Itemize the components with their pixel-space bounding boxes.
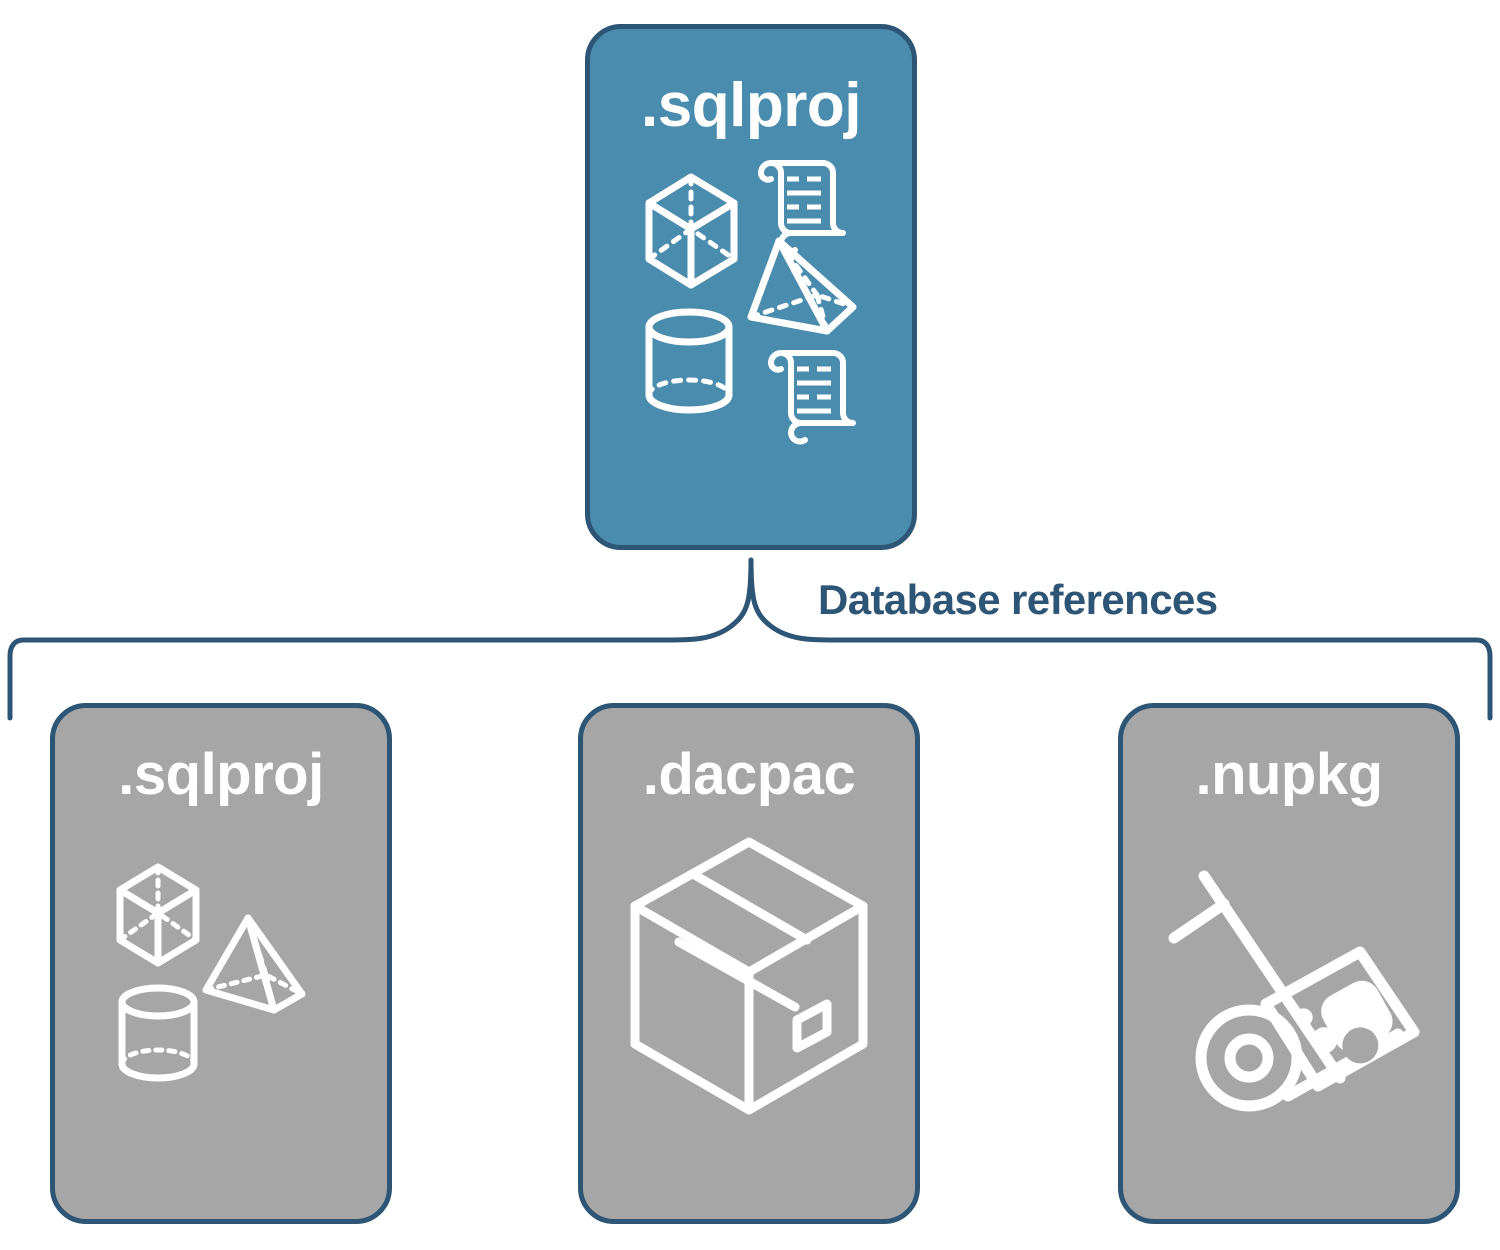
node-child-nupkg-label: .nupkg (1195, 742, 1383, 807)
child-dacpac-icon-group (630, 837, 868, 1115)
package-box-icon (630, 837, 868, 1115)
scroll-icon (758, 160, 846, 255)
cylinder-icon (118, 984, 198, 1082)
child-sqlproj-icon-group (116, 863, 306, 1082)
node-child-sqlproj-label: .sqlproj (118, 742, 324, 807)
pyramid-icon (202, 914, 306, 1014)
cube-icon (116, 863, 200, 967)
pyramid-icon (747, 237, 857, 335)
scroll-icon (768, 350, 856, 445)
child-nupkg-icon-group (1168, 870, 1420, 1112)
connector-label: Database references (818, 576, 1218, 623)
nuget-package-icon (1260, 946, 1420, 1092)
node-root-sqlproj[interactable]: .sqlproj (585, 24, 917, 550)
node-child-dacpac[interactable]: .dacpac (578, 703, 920, 1224)
node-child-sqlproj[interactable]: .sqlproj (50, 703, 392, 1224)
root-node-icon-group (645, 160, 857, 445)
cylinder-icon (645, 308, 733, 414)
node-root-sqlproj-label: .sqlproj (641, 71, 861, 140)
cube-icon (645, 173, 738, 289)
node-child-dacpac-label: .dacpac (642, 742, 856, 807)
node-child-nupkg[interactable]: .nupkg (1118, 703, 1460, 1224)
